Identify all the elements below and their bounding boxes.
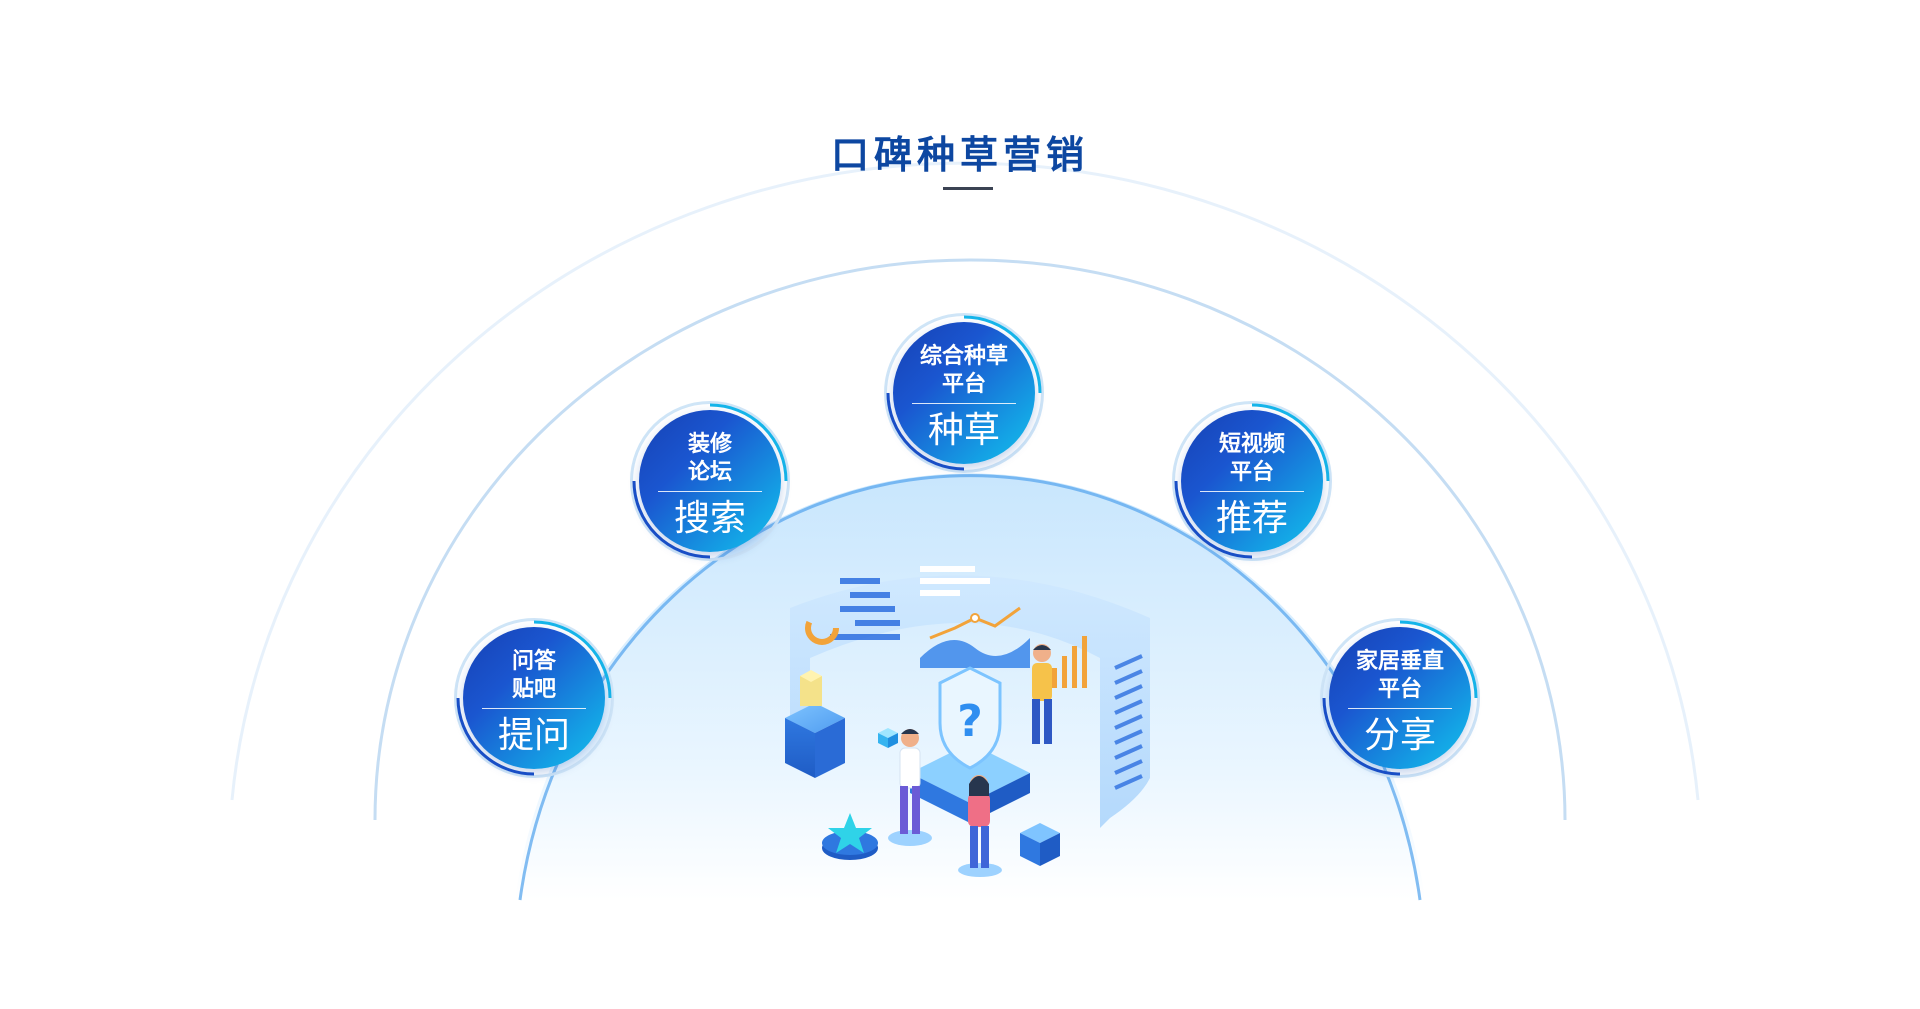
question-shield-icon: ? — [910, 666, 1030, 823]
node-disc — [1329, 627, 1471, 769]
node-title-line2: 论坛 — [687, 460, 732, 485]
node-title-line1: 问答 — [511, 649, 556, 674]
node-ring — [884, 313, 1044, 473]
node-action: 提问 — [497, 715, 570, 756]
node-separator — [482, 708, 586, 709]
node-jiaju: 家居垂直 平台 分享 — [1320, 618, 1480, 778]
list-bars-icon — [830, 578, 900, 640]
node-disc — [463, 627, 605, 769]
node-accent-arc — [632, 403, 788, 559]
node-title-line1: 装修 — [687, 432, 732, 457]
node-duanshipin: 短视频 平台 推荐 — [1172, 401, 1332, 561]
node-title-line2: 平台 — [1377, 677, 1422, 702]
node-accent-arc — [886, 315, 1042, 471]
node-title: 家居垂直 平台 — [1320, 648, 1480, 704]
people-icon — [888, 644, 1052, 877]
node-disc — [1181, 410, 1323, 552]
panel-lines — [1114, 654, 1143, 790]
node-ring — [1172, 401, 1332, 561]
outer-arc — [230, 161, 1700, 801]
node-separator — [1200, 491, 1304, 492]
node-title-line1: 短视频 — [1218, 432, 1285, 457]
cube-icon-large — [1020, 823, 1060, 866]
node-zonghe: 综合种草 平台 种草 — [884, 313, 1044, 473]
node-accent-arc — [1174, 403, 1330, 559]
node-action: 搜索 — [673, 498, 746, 539]
node-title: 短视频 平台 — [1172, 431, 1332, 487]
screen-wall — [790, 575, 1150, 828]
text-lines-icon — [920, 566, 990, 596]
node-ring — [630, 401, 790, 561]
node-title-line1: 家居垂直 — [1355, 649, 1444, 674]
node-title: 综合种草 平台 — [884, 343, 1044, 399]
node-title-line1: 综合种草 — [919, 344, 1008, 369]
node-action: 分享 — [1363, 715, 1436, 756]
node-separator — [658, 491, 762, 492]
node-action: 推荐 — [1215, 498, 1288, 539]
cube-stack-icon — [785, 670, 845, 778]
node-zhuangxiu: 装修 论坛 搜索 — [630, 401, 790, 561]
donut-chart-icon — [805, 611, 839, 645]
node-accent-arc — [1322, 620, 1478, 776]
central-illustration: ? — [785, 566, 1150, 877]
middle-arc — [373, 258, 1567, 821]
cube-icon — [878, 728, 898, 748]
star-icon — [822, 813, 878, 860]
node-title-line2: 贴吧 — [511, 677, 556, 702]
svg-text:?: ? — [957, 696, 983, 747]
node-ring — [454, 618, 614, 778]
node-title: 问答 贴吧 — [454, 648, 614, 704]
node-separator — [1348, 708, 1452, 709]
node-action: 种草 — [927, 410, 1000, 451]
node-wenda: 问答 贴吧 提问 — [454, 618, 614, 778]
node-disc — [639, 410, 781, 552]
node-disc — [893, 322, 1035, 464]
node-title: 装修 论坛 — [630, 431, 790, 487]
area-chart-icon — [920, 638, 1030, 668]
node-separator — [912, 403, 1016, 404]
node-accent-arc — [456, 620, 612, 776]
page-title: 口碑种草营销 — [830, 133, 1089, 177]
bar-chart-icon — [1052, 636, 1087, 688]
node-ring — [1320, 618, 1480, 778]
node-title-line2: 平台 — [941, 372, 986, 397]
title-divider — [943, 187, 993, 190]
node-title-line2: 平台 — [1229, 460, 1274, 485]
